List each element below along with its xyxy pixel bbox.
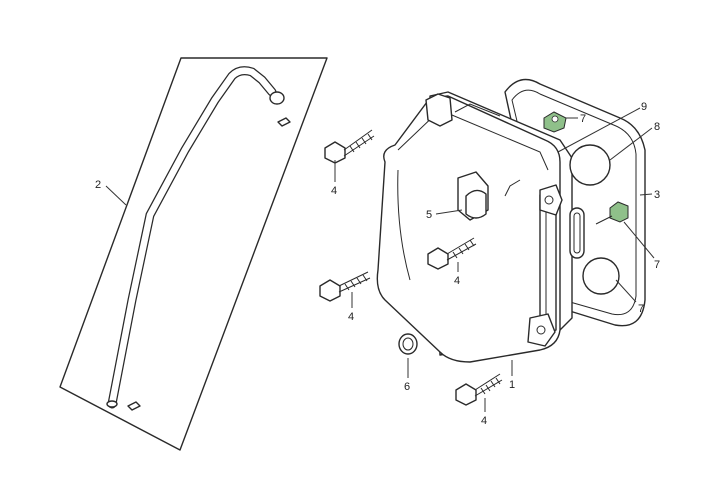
- bolt-4: [455, 373, 503, 406]
- callout-4-top: 4: [331, 185, 337, 197]
- grommet-top: [543, 111, 567, 133]
- cover-top-edge: [454, 103, 501, 117]
- callout-7-bottom: 7: [638, 303, 644, 315]
- cover-side-contour: [397, 169, 411, 281]
- callout-2: 2: [95, 179, 101, 191]
- callout-6: 6: [404, 381, 410, 393]
- lug-hole-bottom: [536, 325, 546, 335]
- bolt-1: [324, 129, 375, 164]
- callout-4-bottom: 4: [481, 415, 487, 427]
- gasket-hole-bottom: [582, 257, 620, 295]
- hose-end-top: [269, 91, 285, 105]
- cover-body: [376, 95, 561, 363]
- breather-nozzle: [465, 189, 487, 219]
- cover-lug-right: [539, 184, 563, 216]
- callout-1: 1: [509, 379, 515, 391]
- cover-detail-line: [504, 179, 521, 197]
- callout-9: 9: [641, 101, 647, 113]
- callout-labels: 2 4 5 4 4 6 4 1 7 9 8 3 7 7: [95, 101, 660, 427]
- hose-clamp-top: [277, 117, 291, 127]
- breather-hose-inner: [108, 67, 276, 408]
- hose-clamp-bottom: [127, 401, 141, 411]
- hose-box-outline: [59, 57, 328, 451]
- o-ring-washer: [398, 333, 418, 355]
- gasket-details: [543, 111, 629, 295]
- bolt-2: [427, 237, 477, 270]
- callout-4-middle: 4: [454, 275, 460, 287]
- cover-lug-bottom: [527, 313, 556, 347]
- lug-hole-right: [544, 195, 554, 205]
- bolt-3: [319, 271, 371, 302]
- grommet-middle: [595, 201, 629, 225]
- callout-5: 5: [426, 209, 432, 221]
- leader-lines: [105, 107, 655, 412]
- breather-hose-panel: [59, 57, 328, 451]
- cover-lug-top: [425, 93, 453, 127]
- hose-end-bottom: [106, 400, 118, 408]
- callout-8: 8: [654, 121, 660, 133]
- callout-7-middle: 7: [654, 259, 660, 271]
- cover-top-ridge: [397, 109, 549, 171]
- cylinder-head-cover: [376, 91, 573, 363]
- gasket-hole-top: [569, 144, 611, 186]
- callout-3: 3: [654, 189, 660, 201]
- callout-4-left: 4: [348, 311, 354, 323]
- callout-7-top: 7: [580, 113, 586, 125]
- gasket-slot: [569, 207, 585, 259]
- gasket-slot-inner: [573, 212, 581, 254]
